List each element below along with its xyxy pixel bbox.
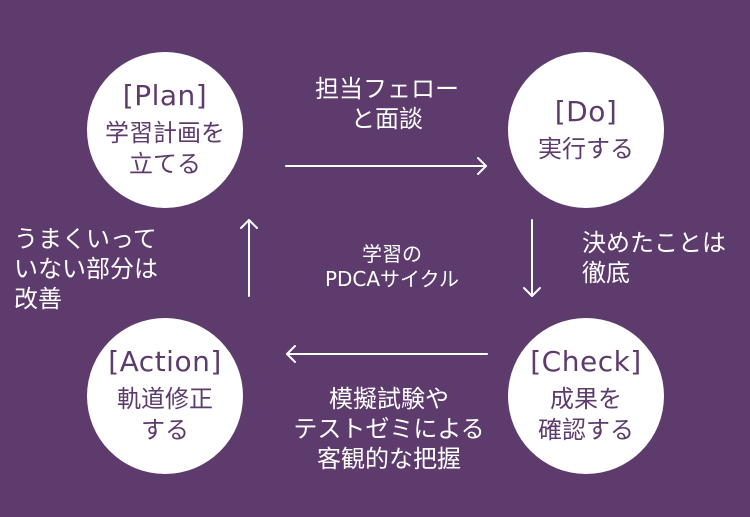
do-title: [Do] xyxy=(554,94,618,128)
check-description: 成果を 確認する xyxy=(538,385,634,445)
check-to-action-label: 模擬試験や テストゼミによる 客観的な把握 xyxy=(293,385,485,473)
check-node: [Check] 成果を 確認する xyxy=(508,318,664,474)
arrow-right-icon xyxy=(285,157,487,175)
arrow-left-icon xyxy=(286,345,488,363)
check-title: [Check] xyxy=(530,345,642,379)
do-node: [Do] 実行する xyxy=(508,52,664,208)
action-description: 軌道修正 する xyxy=(117,385,213,445)
do-description: 実行する xyxy=(538,134,634,163)
plan-to-do-label: 担当フェロー と面談 xyxy=(315,75,459,133)
do-to-check-label: 決めたことは 徹底 xyxy=(582,229,726,287)
action-node: [Action] 軌道修正 する xyxy=(87,318,243,474)
action-to-plan-label: うまくいって いない部分は 改善 xyxy=(14,225,158,313)
arrow-up-icon xyxy=(240,219,258,297)
action-title: [Action] xyxy=(108,345,222,379)
arrow-down-icon xyxy=(523,219,541,297)
pdca-cycle-center-label: 学習の PDCAサイクル xyxy=(324,242,460,291)
plan-node: [Plan] 学習計画を 立てる xyxy=(87,52,243,208)
plan-description: 学習計画を 立てる xyxy=(105,119,225,179)
plan-title: [Plan] xyxy=(122,79,208,113)
